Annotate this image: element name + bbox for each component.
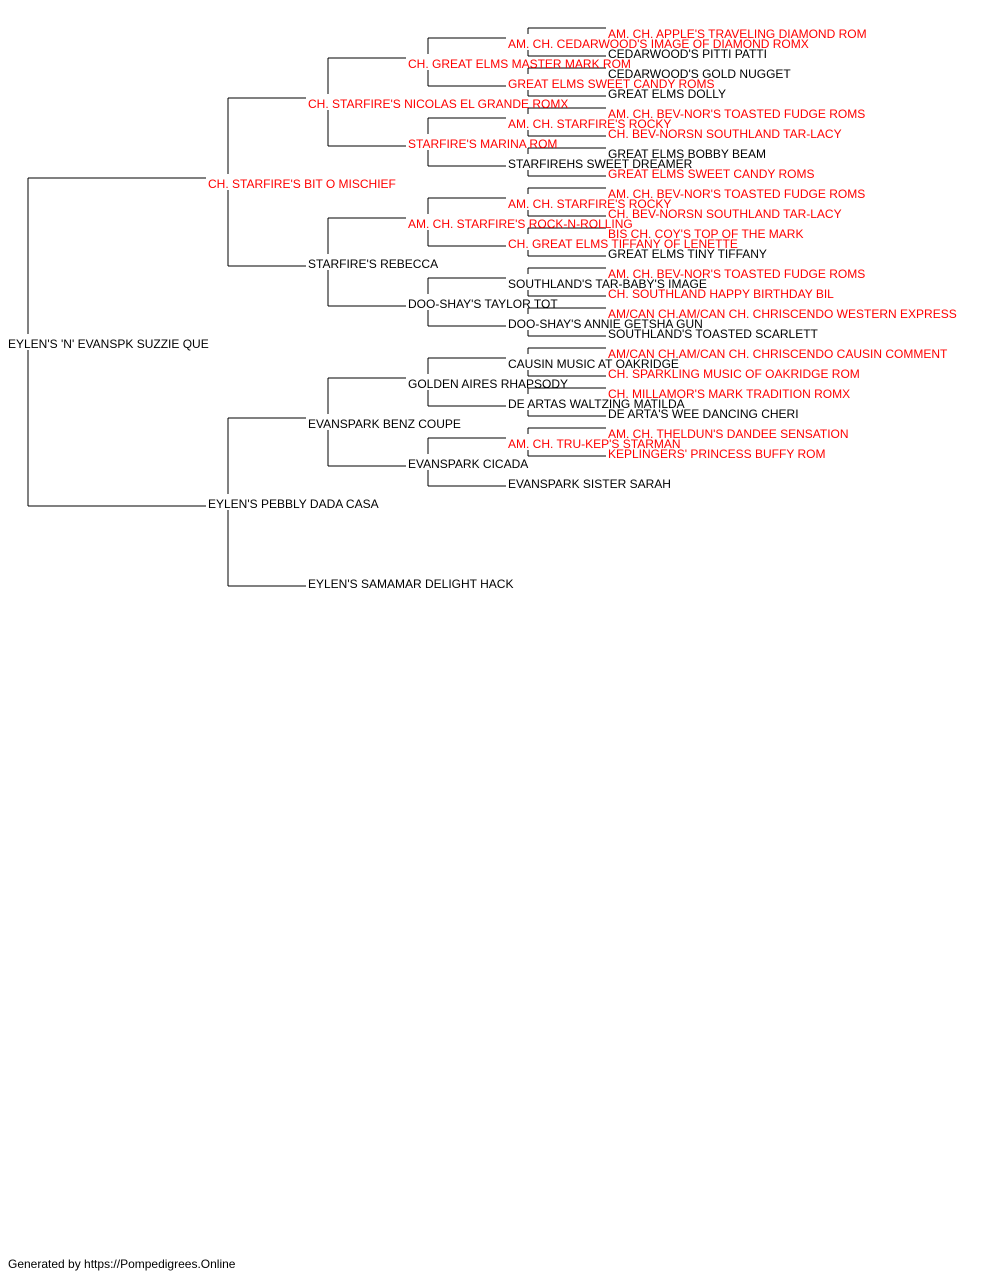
subject-dog-name: EYLEN'S 'N' EVANSPK SUZZIE QUE: [8, 337, 209, 351]
ancestor-name: GREAT ELMS DOLLY: [608, 87, 727, 101]
ancestor-name: CH. GREAT ELMS MASTER MARK ROM: [408, 57, 631, 71]
ancestor-name: CEDARWOOD'S PITTI PATTI: [608, 47, 767, 61]
ancestor-name: GREAT ELMS BOBBY BEAM: [608, 147, 767, 161]
ancestor-name: GOLDEN AIRES RHAPSODY: [408, 377, 569, 391]
ancestor-name: AM. CH. BEV-NOR'S TOASTED FUDGE ROMS: [608, 107, 866, 121]
ancestor-name: GREAT ELMS TINY TIFFANY: [608, 247, 767, 261]
ancestor-name: EYLEN'S PEBBLY DADA CASA: [208, 497, 379, 511]
ancestor-name: AM. CH. STARFIRE'S ROCKY: [508, 117, 672, 131]
ancestor-name: SOUTHLAND'S TAR-BABY'S IMAGE: [508, 277, 707, 291]
ancestor-name: CH. MILLAMOR'S MARK TRADITION ROMX: [608, 387, 851, 401]
ancestor-name: EVANSPARK CICADA: [408, 457, 529, 471]
ancestor-name: CH. SPARKLING MUSIC OF OAKRIDGE ROM: [608, 367, 860, 381]
ancestor-name: EYLEN'S SAMAMAR DELIGHT HACK: [308, 577, 514, 591]
ancestor-name: AM/CAN CH.AM/CAN CH. CHRISCENDO WESTERN …: [608, 307, 957, 321]
ancestor-name: STARFIRE'S MARINA ROM: [408, 137, 558, 151]
ancestor-name: DE ARTA'S WEE DANCING CHERI: [608, 407, 799, 421]
ancestor-name: AM/CAN CH.AM/CAN CH. CHRISCENDO CAUSIN C…: [608, 347, 948, 361]
ancestor-name: AM. CH. THELDUN'S DANDEE SENSATION: [608, 427, 849, 441]
ancestor-name: AM. CH. STARFIRE'S ROCKY: [508, 197, 672, 211]
ancestor-name: CH. STARFIRE'S NICOLAS EL GRANDE ROMX: [308, 97, 569, 111]
ancestor-name: STARFIRE'S REBECCA: [308, 257, 439, 271]
ancestor-name: KEPLINGERS' PRINCESS BUFFY ROM: [608, 447, 826, 461]
ancestor-name: STARFIREHS SWEET DREAMER: [508, 157, 693, 171]
ancestor-name: CH. STARFIRE'S BIT O MISCHIEF: [208, 177, 396, 191]
ancestor-name: AM. CH. BEV-NOR'S TOASTED FUDGE ROMS: [608, 267, 866, 281]
ancestor-name: CAUSIN MUSIC AT OAKRIDGE: [508, 357, 679, 371]
ancestor-name: AM. CH. STARFIRE'S ROCK-N-ROLLING: [408, 217, 633, 231]
ancestor-name: CH. BEV-NORSN SOUTHLAND TAR-LACY: [608, 207, 842, 221]
ancestor-name: AM. CH. CEDARWOOD'S IMAGE OF DIAMOND ROM…: [508, 37, 809, 51]
ancestor-name: CH. SOUTHLAND HAPPY BIRTHDAY BIL: [608, 287, 834, 301]
ancestor-name: BIS CH. COY'S TOP OF THE MARK: [608, 227, 804, 241]
ancestor-name: CH. BEV-NORSN SOUTHLAND TAR-LACY: [608, 127, 842, 141]
ancestor-name: SOUTHLAND'S TOASTED SCARLETT: [608, 327, 818, 341]
ancestor-name: AM. CH. APPLE'S TRAVELING DIAMOND ROM: [608, 27, 867, 41]
generated-by-footer: Generated by https://Pompedigrees.Online: [8, 1257, 236, 1271]
ancestor-name: GREAT ELMS SWEET CANDY ROMS: [508, 77, 715, 91]
ancestor-name: CEDARWOOD'S GOLD NUGGET: [608, 67, 791, 81]
ancestor-name: GREAT ELMS SWEET CANDY ROMS: [608, 167, 815, 181]
ancestor-name: EVANSPARK BENZ COUPE: [308, 417, 461, 431]
ancestor-name: EVANSPARK SISTER SARAH: [508, 477, 671, 491]
ancestor-name: DE ARTAS WALTZING MATILDA: [508, 397, 685, 411]
ancestor-name: DOO-SHAY'S TAYLOR TOT: [408, 297, 558, 311]
ancestor-name: AM. CH. BEV-NOR'S TOASTED FUDGE ROMS: [608, 187, 866, 201]
ancestor-name: DOO-SHAY'S ANNIE GETSHA GUN: [508, 317, 703, 331]
ancestor-name: AM. CH. TRU-KEP'S STARMAN: [508, 437, 681, 451]
ancestor-name: CH. GREAT ELMS TIFFANY OF LENETTE: [508, 237, 738, 251]
